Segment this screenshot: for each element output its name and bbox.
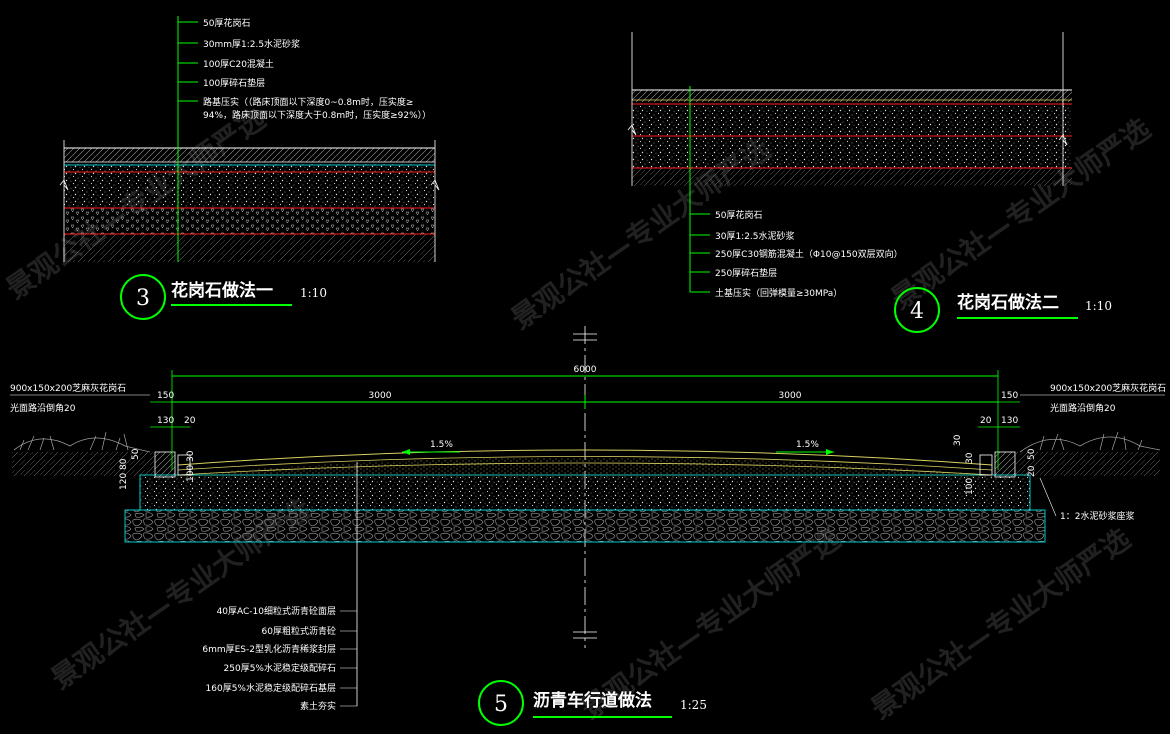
detail-title: 花岗石做法二 xyxy=(957,292,1059,313)
note-4-3: 250厚C30钢筋混凝土（Φ10@150双层双向） xyxy=(715,248,903,260)
dim-80-left: 80 xyxy=(119,458,129,470)
gravel-layer xyxy=(632,136,1072,168)
detail-title: 沥青车行道做法 xyxy=(533,690,652,711)
dim-150-right: 150 xyxy=(1001,391,1018,401)
left-planting-soil xyxy=(12,452,155,476)
granite-layer xyxy=(632,90,1072,102)
note-4-5: 土基压实（回弹模量≥30MPa） xyxy=(715,287,842,299)
stabilized-gravel-layer xyxy=(140,475,1030,510)
detail-number: 3 xyxy=(136,286,150,311)
note-5-5: 160厚5%水泥稳定级配碎石基层 xyxy=(206,682,336,694)
dim-6000: 6000 xyxy=(574,365,597,375)
granite-layer xyxy=(64,148,435,162)
detail-number: 5 xyxy=(494,692,508,717)
curb-right-note-1: 900x150x200芝麻灰花岗石 xyxy=(1050,382,1166,394)
note-3-1: 50厚花岗石 xyxy=(203,17,250,29)
base-rubble-layer xyxy=(125,510,1045,542)
note-5-4: 250厚5%水泥稳定级配碎石 xyxy=(224,662,336,674)
detail-scale: 1:25 xyxy=(680,698,707,712)
note-5-6: 素土夯实 xyxy=(300,700,336,712)
note-5-2: 60厚粗粒式沥青砼 xyxy=(262,625,336,637)
dim-20-right: 20 xyxy=(980,416,992,426)
dim-130-right: 130 xyxy=(1001,416,1018,426)
note-3-2: 30mm厚1:2.5水泥砂浆 xyxy=(203,38,300,50)
dim-50-right: 50 xyxy=(1027,448,1037,460)
dim-20b-right: 20 xyxy=(1027,465,1037,477)
dim-120-left: 120 xyxy=(119,473,129,490)
asphalt-layer xyxy=(178,457,992,478)
dim-30-right: 30 xyxy=(953,434,963,446)
curb-left-note-1: 900x150x200芝麻灰花岗石 xyxy=(10,382,126,394)
note-4-2: 30厚1:2.5水泥砂浆 xyxy=(715,230,795,242)
rc-concrete-layer xyxy=(632,104,1072,136)
dim-150-left: 150 xyxy=(157,391,174,401)
note-3-5: 路基压实（（路床顶面以下深度0~0.8m时，压实度≥ xyxy=(203,96,413,108)
detail-number-circle xyxy=(894,287,940,333)
note-3-4: 100厚碎石垫层 xyxy=(203,77,265,89)
note-3-3: 100厚C20混凝土 xyxy=(203,58,274,70)
curb-right-note-2: 光面路沿倒角20 xyxy=(1050,402,1116,414)
dim-50-left: 50 xyxy=(131,448,141,460)
note-3-6: 94%，路床顶面以下深度大于0.8m时，压实度≥92%）） xyxy=(203,109,431,121)
dim-3000-left: 3000 xyxy=(369,391,392,401)
note-4-4: 250厚碎石垫层 xyxy=(715,267,777,279)
dim-30-left: 30 xyxy=(186,450,196,462)
dim-100-left: 100 xyxy=(186,465,196,482)
note-4-1: 50厚花岗石 xyxy=(715,209,762,221)
detail-5-section: 6000 3000 3000 150 130 20 30 100 80 120 … xyxy=(10,326,1166,726)
detail-4-section: 50厚花岗石 30厚1:2.5水泥砂浆 250厚C30钢筋混凝土（Φ10@150… xyxy=(627,32,1112,333)
gravel-layer xyxy=(64,208,435,234)
detail-number: 4 xyxy=(910,299,924,324)
subgrade-layer xyxy=(64,234,435,262)
detail-title: 花岗石做法一 xyxy=(171,280,273,301)
detail-scale: 1:10 xyxy=(300,286,327,300)
note-5-3: 6mm厚ES-2型乳化沥青稀浆封层 xyxy=(202,643,336,655)
watermark-6: 景观公社—专业大师严选 xyxy=(865,522,1136,726)
subgrade-layer xyxy=(632,168,1072,186)
concrete-layer xyxy=(64,164,435,208)
curb-left-note-2: 光面路沿倒角20 xyxy=(10,402,76,414)
right-planting-soil xyxy=(1015,452,1160,476)
detail-number-circle xyxy=(120,274,166,320)
slope-left: 1.5% xyxy=(430,440,453,450)
note-5-1: 40厚AC-10细粒式沥青砼面层 xyxy=(217,605,336,617)
dim-100-right: 100 xyxy=(965,478,975,495)
detail-scale: 1:10 xyxy=(1085,299,1112,313)
detail-3-section: 50厚花岗石 30mm厚1:2.5水泥砂浆 100厚C20混凝土 100厚碎石垫… xyxy=(59,16,440,320)
dim-20-left: 20 xyxy=(184,416,196,426)
detail-number-circle xyxy=(478,680,524,726)
dim-30b-right: 30 xyxy=(965,452,975,464)
dim-3000-right: 3000 xyxy=(779,391,802,401)
mortar-note: 1：2水泥砂浆座浆 xyxy=(1060,510,1134,522)
slope-right: 1.5% xyxy=(796,440,819,450)
dim-130-left: 130 xyxy=(157,416,174,426)
